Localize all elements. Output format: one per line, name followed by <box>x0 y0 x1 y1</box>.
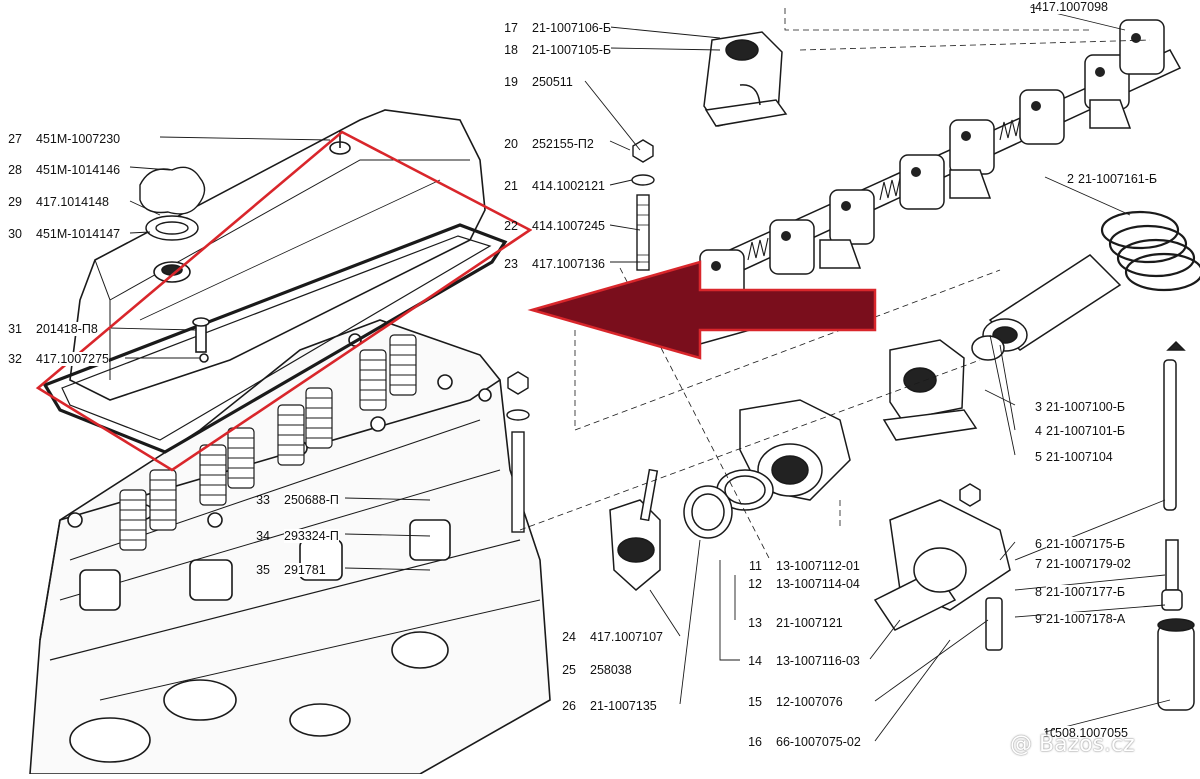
part-number: 17 <box>504 21 518 35</box>
part-number: 21 <box>504 179 518 193</box>
part-number: 9 <box>1035 612 1042 626</box>
part-number: 4 <box>1035 424 1042 438</box>
part-code: 21-1007161-Б <box>1078 172 1158 186</box>
part-number: 29 <box>8 195 22 209</box>
stud-assembly <box>506 139 655 533</box>
part-code: 21-1007178-А <box>1046 612 1126 626</box>
part-number: 7 <box>1035 557 1042 571</box>
part-code: 250511 <box>532 75 573 89</box>
part-code: 414.1002121 <box>532 179 605 193</box>
part-code: 66-1007075-02 <box>776 735 861 749</box>
part-number: 18 <box>504 43 518 57</box>
rocker-arm-parts <box>609 399 1011 651</box>
part-code: 21-1007177-Б <box>1046 585 1126 599</box>
part-number: 10 <box>1043 726 1057 740</box>
part-number: 26 <box>562 699 576 713</box>
part-code: 201418-П8 <box>36 322 98 336</box>
part-number: 23 <box>504 257 518 271</box>
part-code: 21-1007135 <box>590 699 657 713</box>
part-code: 508.1007055 <box>1055 726 1128 740</box>
part-number: 12 <box>748 577 762 591</box>
part-number: 30 <box>8 227 22 241</box>
part-number: 1 <box>1030 2 1037 16</box>
part-number: 25 <box>562 663 576 677</box>
part-code: 21-1007101-Б <box>1046 424 1126 438</box>
cylinder-head-drawing <box>29 319 551 775</box>
part-number: 32 <box>8 352 22 366</box>
watermark: @ Bazos.cz <box>1010 732 1135 757</box>
part-code: 13-1007114-04 <box>776 577 860 591</box>
part-number: 15 <box>748 695 762 709</box>
part-code: 21-1007106-Б <box>532 21 612 35</box>
valve-cover-drawing <box>42 109 508 454</box>
push-rod <box>1157 340 1195 711</box>
part-number: 34 <box>256 529 270 543</box>
part-number: 27 <box>8 132 22 146</box>
part-code: 417.1007107 <box>590 630 663 644</box>
part-code: 258038 <box>590 663 632 677</box>
part-number: 2 <box>1067 172 1074 186</box>
part-number: 24 <box>562 630 576 644</box>
part-number: 28 <box>8 163 22 177</box>
part-number: 31 <box>8 322 22 336</box>
part-number: 8 <box>1035 585 1042 599</box>
part-code: 21-1007105-Б <box>532 43 612 57</box>
highlight-box <box>35 130 533 472</box>
part-code: 250688-П <box>284 493 339 507</box>
part-code: 21-1007121 <box>776 616 843 630</box>
part-code: 21-1007104 <box>1046 450 1113 464</box>
part-code: 252155-П2 <box>532 137 594 151</box>
part-code: 417.1007275 <box>36 352 109 366</box>
part-code: 451М-1007230 <box>36 132 121 146</box>
part-number: 6 <box>1035 537 1042 551</box>
highlight-arrow <box>527 260 877 360</box>
part-code: 21-1007175-Б <box>1046 537 1126 551</box>
shaft-end-spring <box>971 210 1200 361</box>
part-number: 16 <box>748 735 762 749</box>
part-code: 451М-1014147 <box>36 227 121 241</box>
part-number: 14 <box>748 654 762 668</box>
part-number: 22 <box>504 219 518 233</box>
part-code: 414.1007245 <box>532 219 605 233</box>
part-number: 3 <box>1035 400 1042 414</box>
part-number: 20 <box>504 137 518 151</box>
part-code: 21-1007100-Б <box>1046 400 1126 414</box>
part-code: 417.1014148 <box>36 195 109 209</box>
part-code: 291781 <box>284 563 326 577</box>
part-code: 417.1007098 <box>1035 0 1108 14</box>
leader-lines <box>109 6 1171 742</box>
part-number: 5 <box>1035 450 1042 464</box>
part-number: 35 <box>256 563 270 577</box>
part-number: 13 <box>748 616 762 630</box>
part-code: 293324-П <box>284 529 339 543</box>
part-number: 11 <box>749 559 762 573</box>
part-number: 33 <box>256 493 270 507</box>
part-code: 12-1007076 <box>776 695 843 709</box>
part-code: 13-1007116-03 <box>776 654 860 668</box>
part-code: 417.1007136 <box>532 257 605 271</box>
part-code: 21-1007179-02 <box>1046 557 1131 571</box>
filler-cap-parts <box>139 166 206 241</box>
part-code: 13-1007112-01 <box>776 559 860 573</box>
rocker-bracket-17 <box>703 31 788 127</box>
part-number: 19 <box>504 75 518 89</box>
part-code: 451М-1014146 <box>36 163 121 177</box>
